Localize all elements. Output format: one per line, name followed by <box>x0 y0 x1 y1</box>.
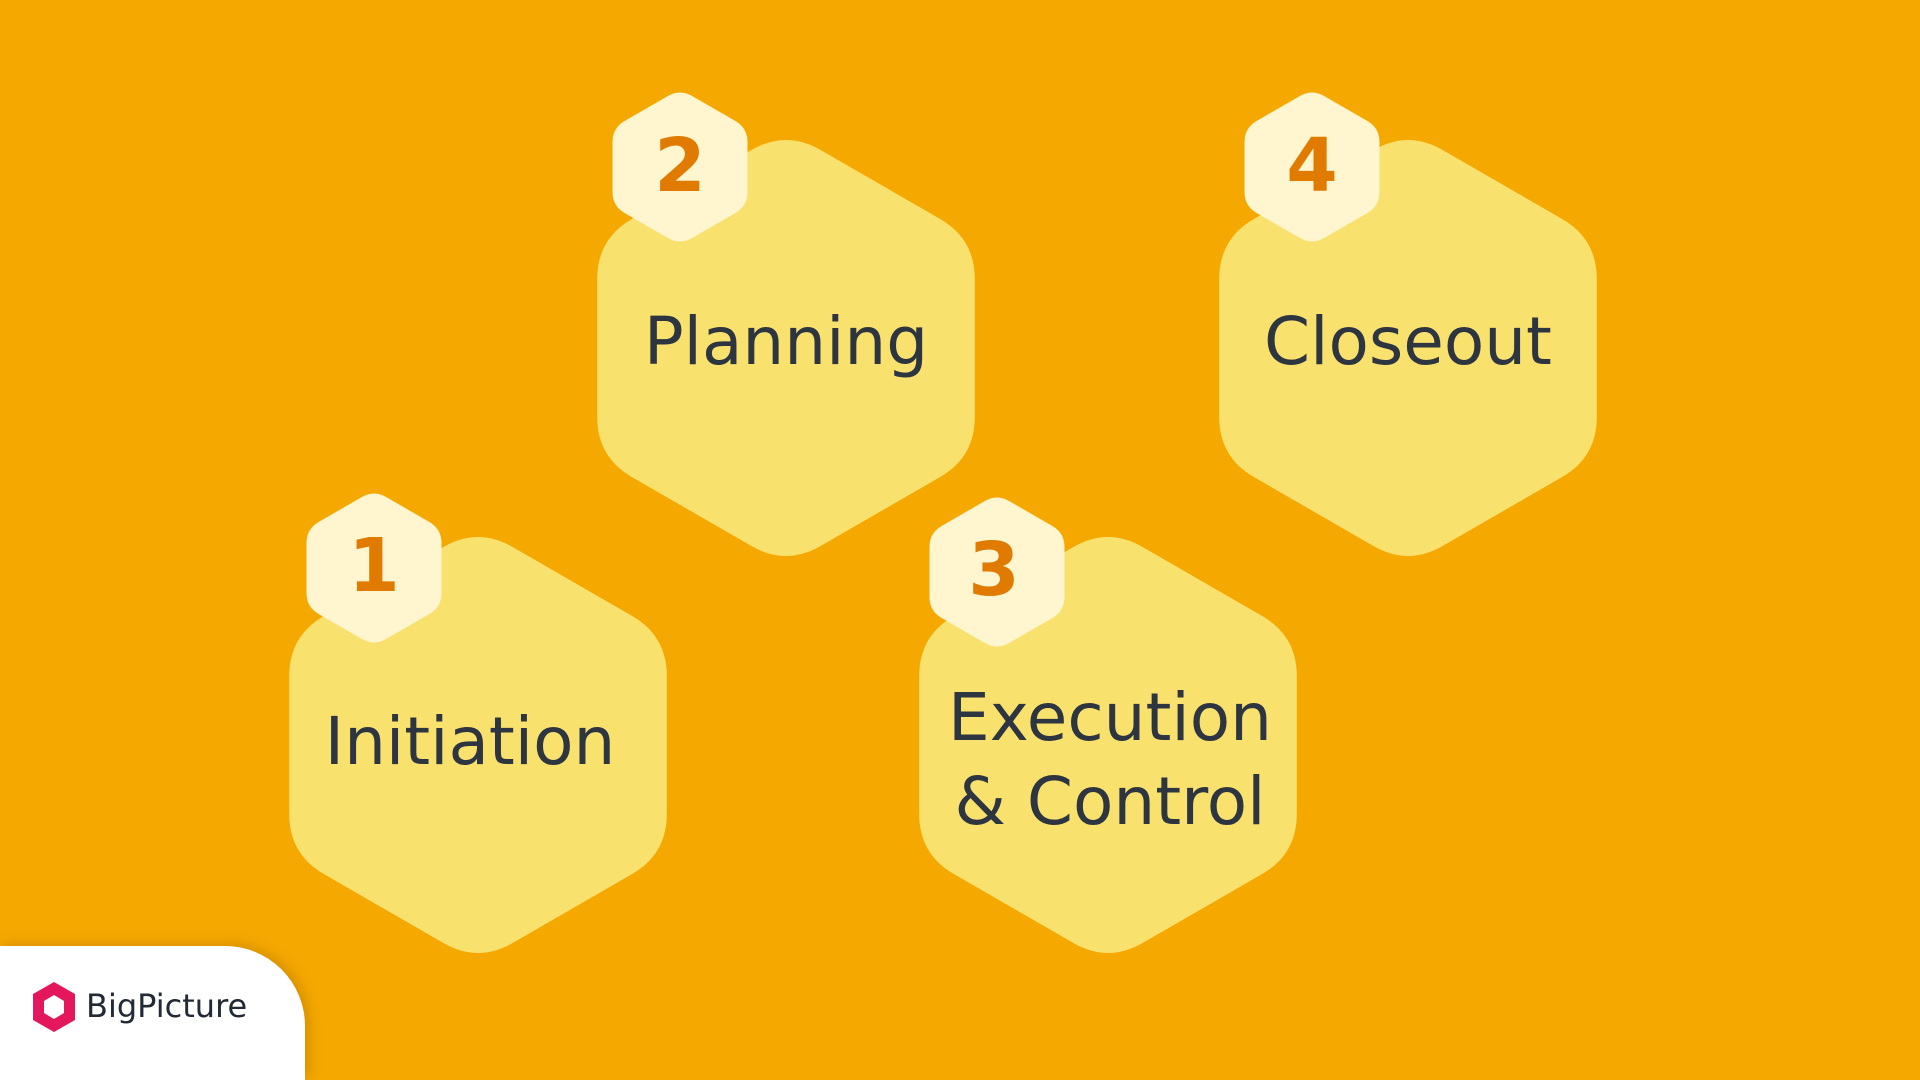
step-3-hexagon <box>919 537 1297 953</box>
step-2-label: Planning <box>596 300 976 384</box>
hexagon-logo-icon <box>33 982 75 1032</box>
step-1-hexagon <box>289 537 667 953</box>
step-1-number: 1 <box>348 523 400 609</box>
step-3-label-line-1: Execution <box>948 679 1272 756</box>
brand-footer: BigPicture <box>0 946 305 1080</box>
step-4-badge <box>1244 92 1380 242</box>
step-4-label-line-1: Closeout <box>1264 303 1552 380</box>
step-2-hexagon <box>597 140 975 556</box>
step-2-label-line-1: Planning <box>643 303 929 380</box>
step-2-number: 2 <box>654 123 706 209</box>
brand-name: BigPicture <box>86 987 248 1025</box>
step-3-label: Execution & Control <box>920 676 1300 844</box>
step-2-badge <box>612 92 748 242</box>
step-1-label: Initiation <box>280 700 660 784</box>
step-3-badge <box>929 497 1065 647</box>
step-4-label: Closeout <box>1218 300 1598 384</box>
step-1-label-line-1: Initiation <box>324 703 616 780</box>
step-4-number: 4 <box>1286 123 1338 209</box>
step-3-number: 3 <box>968 527 1020 613</box>
step-3-label-line-2: & Control <box>954 763 1266 840</box>
step-4-hexagon <box>1219 140 1597 556</box>
step-1-badge <box>306 493 442 643</box>
